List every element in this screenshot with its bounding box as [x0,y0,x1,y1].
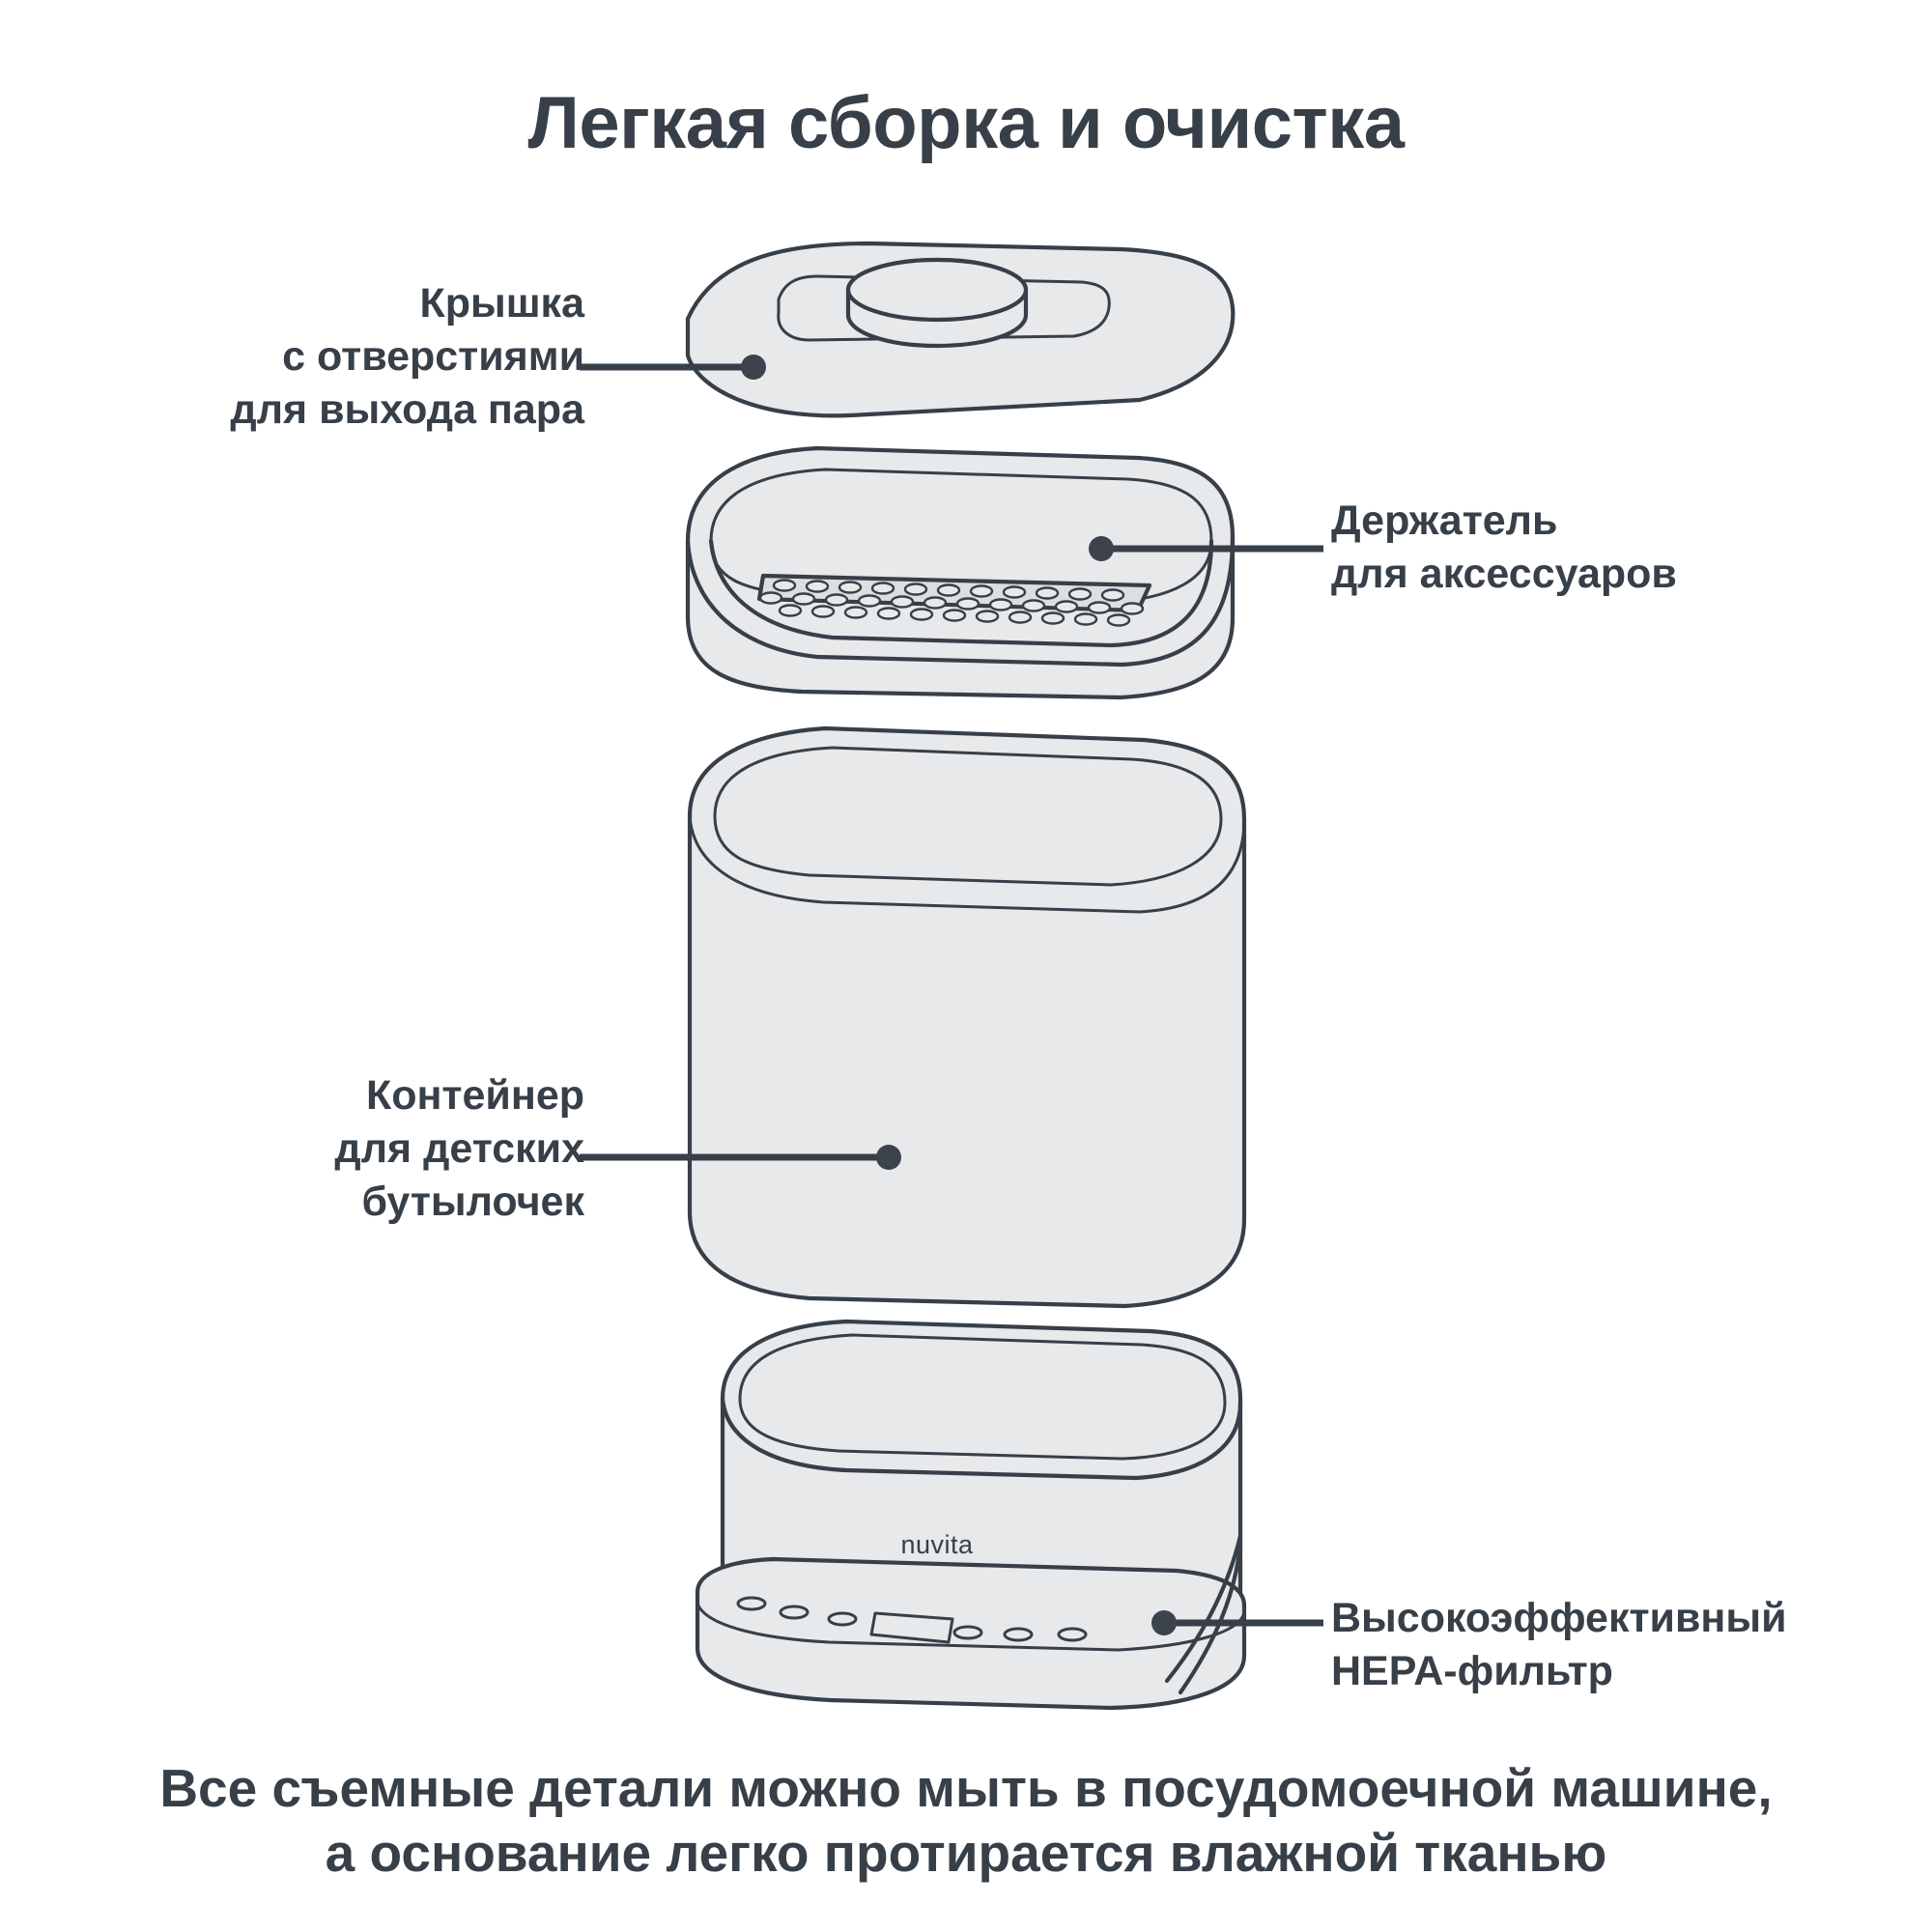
control-buttons [736,1596,1088,1642]
footer-caption-line1: Все съемные детали можно мыть в посудомо… [159,1758,1773,1818]
callout-lid-line3: для выхода пара [230,386,584,434]
display-window [869,1611,954,1644]
callout-label-hepa: Высокоэффективный HEPA-фильтр [1331,1592,1930,1698]
callout-label-lid: Крышка с отверстиями для выхода пара [0,277,584,437]
callout-leader-lines [580,355,1323,1635]
lid-part [685,241,1236,418]
leader-dot-lid [741,355,766,380]
mesh-holes [758,579,1145,627]
callout-label-container: Контейнер для детских бутылочек [0,1069,584,1229]
callout-hepa-line2: HEPA-фильтр [1331,1648,1613,1695]
bottle-container-part [687,725,1247,1309]
leader-dot-container [876,1145,901,1170]
page-title: Легкая сборка и очистка [527,82,1406,164]
footer-caption: Все съемные детали можно мыть в посудомо… [0,1756,1932,1886]
footer-caption-line2: а основание легко протирается влажной тк… [325,1823,1607,1884]
callout-lid-line1: Крышка [419,280,584,327]
callout-label-holder: Держатель для аксессуаров [1331,495,1930,601]
leader-dot-holder [1089,536,1114,561]
leader-dot-hepa [1151,1610,1177,1635]
accessory-holder-part [685,445,1236,700]
callout-container-line2: для детских [334,1125,584,1173]
callout-holder-line1: Держатель [1331,497,1558,544]
callout-container-line3: бутылочек [361,1179,584,1226]
brand-logo-text: nuvita [900,1530,974,1559]
base-unit-part: nuvita [695,1319,1247,1711]
callout-holder-line2: для аксессуаров [1331,551,1677,598]
callout-hepa-line1: Высокоэффективный [1331,1595,1787,1641]
callout-container-line1: Контейнер [365,1072,584,1119]
callout-lid-line2: с отверстиями [282,333,584,381]
